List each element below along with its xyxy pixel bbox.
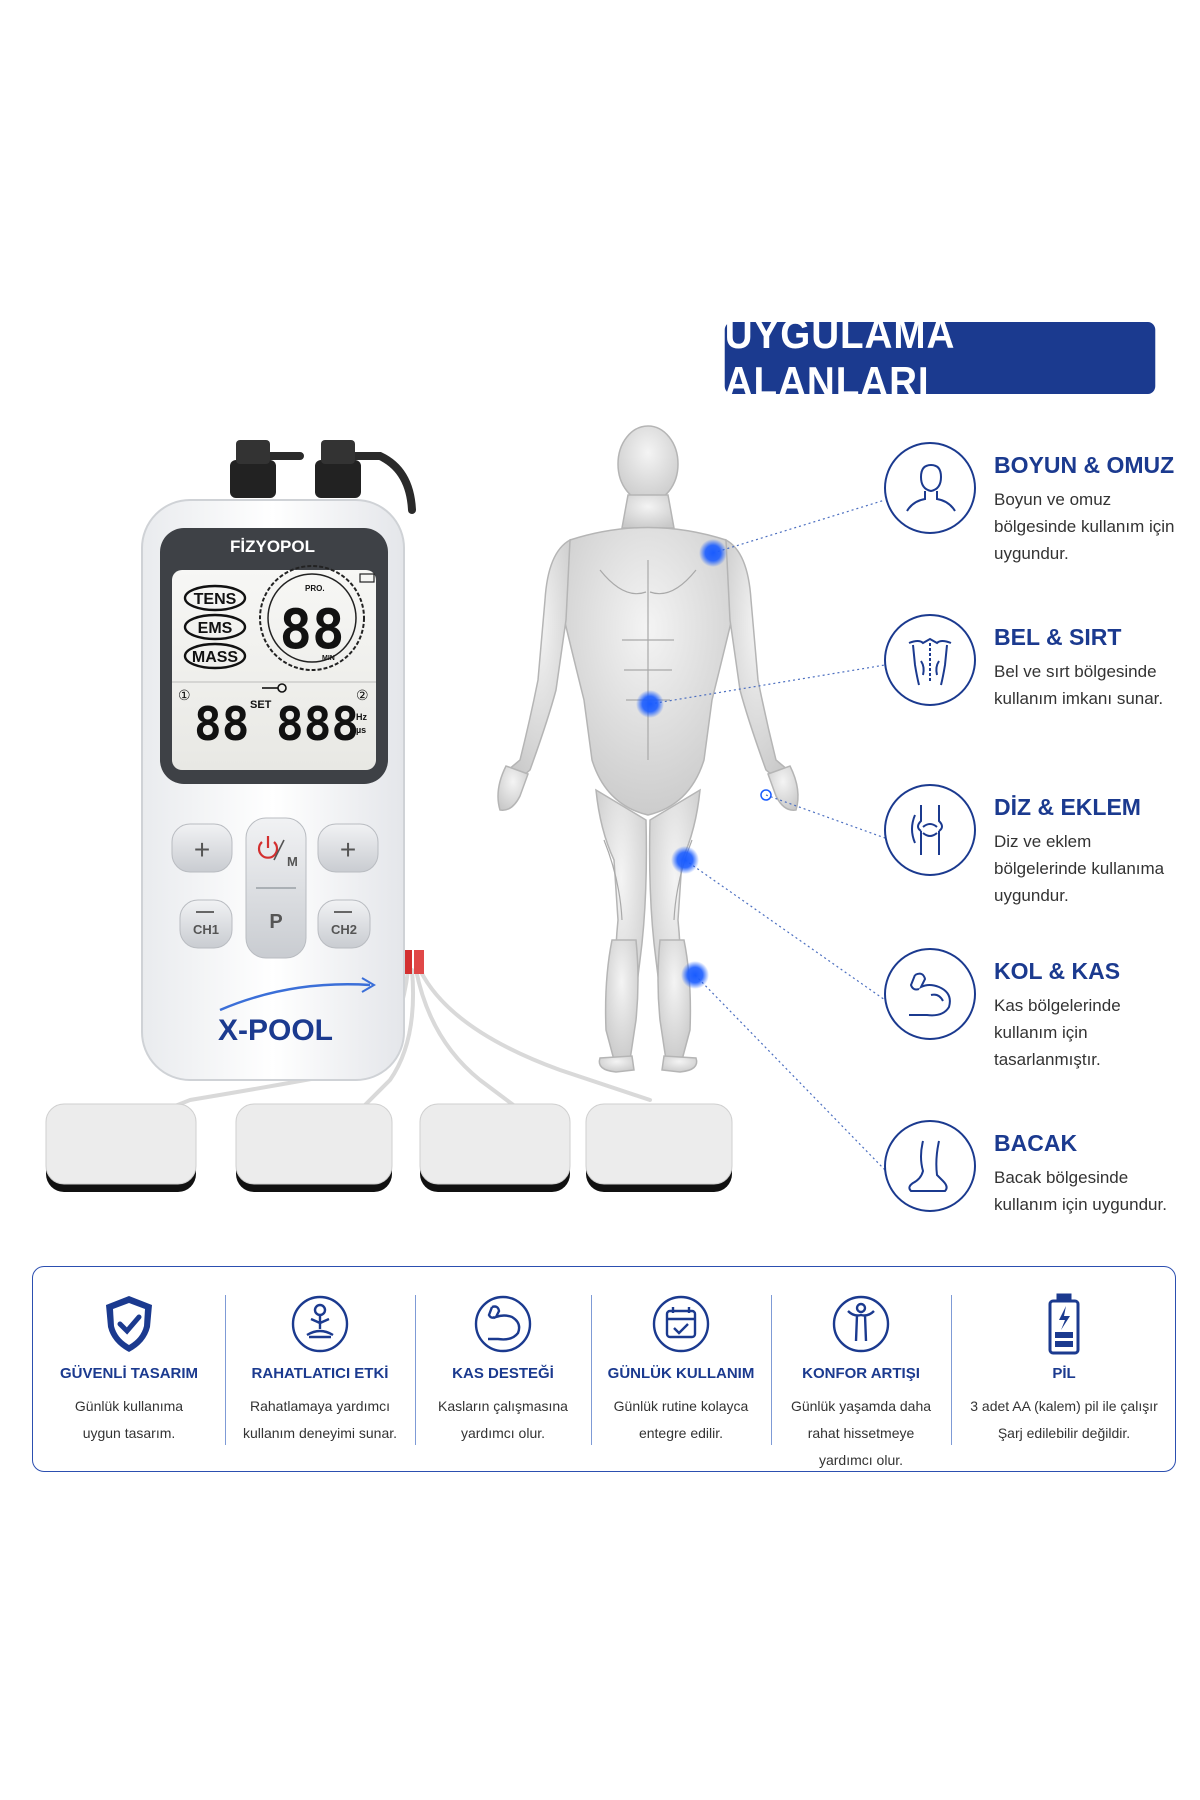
target-dot-shoulder — [699, 539, 727, 567]
area-title: BACAK — [994, 1130, 1078, 1156]
feature-divider — [771, 1295, 772, 1445]
feature-description: Kasların çalışmasına yardımcı olur. — [438, 1398, 568, 1441]
feature-title: GÜVENLİ TASARIM — [59, 1365, 199, 1382]
feature-title: PİL — [1052, 1365, 1076, 1382]
program-button-label: P — [269, 911, 282, 933]
device-model-logo: X-POOL — [218, 1014, 333, 1047]
feature-divider — [951, 1295, 952, 1445]
electrode-pad-1 — [45, 1103, 197, 1192]
neck-shoulder-icon — [884, 442, 976, 534]
lcd-mode-ems: EMS — [198, 620, 233, 637]
calendar-check-icon — [646, 1289, 716, 1359]
leg-icon — [884, 1120, 976, 1212]
area-description: Bacak bölgesinde kullanım için uygundur. — [994, 1168, 1167, 1214]
target-dot-hand — [760, 789, 772, 801]
feature-muscle-support: KAS DESTEĞİ Kasların çalışmasına yardımc… — [415, 1267, 591, 1473]
feature-title: KAS DESTEĞİ — [452, 1365, 554, 1382]
lcd-left-value: 88 — [194, 697, 249, 751]
feature-comfort-boost: KONFOR ARTIŞI Günlük yaşamda daha rahat … — [771, 1267, 951, 1473]
area-title: BOYUN & OMUZ — [994, 452, 1175, 478]
area-title: KOL & KAS — [994, 958, 1121, 984]
area-description: Kas bölgelerinde kullanım için tasarlanm… — [994, 996, 1121, 1069]
mode-button-label: M — [287, 854, 298, 869]
features-panel: GÜVENLİ TASARIM Günlük kullanıma uygun t… — [32, 1266, 1176, 1472]
shield-check-icon — [94, 1289, 164, 1359]
lcd-mode-tens: TENS — [194, 591, 237, 608]
feature-title: GÜNLÜK KULLANIM — [607, 1365, 755, 1382]
feature-divider — [225, 1295, 226, 1445]
plus-left-button-label: + — [194, 834, 210, 865]
tens-device — [141, 499, 405, 1081]
lcd-time-unit: MIN — [322, 655, 335, 662]
target-dot-leg — [681, 961, 709, 989]
device-brand: FİZYOPOL — [230, 537, 315, 556]
flex-arm-icon — [468, 1289, 538, 1359]
lcd-channel-1: ① — [178, 687, 191, 703]
electrode-pads — [45, 1103, 733, 1192]
arm-muscle-icon — [884, 948, 976, 1040]
feature-relaxing-effect: RAHATLATICI ETKİ Rahatlamaya yardımcı ku… — [225, 1267, 415, 1473]
lcd-pulse-unit: µs — [356, 725, 366, 735]
feature-battery: PİL 3 adet AA (kalem) pil ile çalışır Şa… — [951, 1267, 1177, 1473]
target-dot-knee — [671, 846, 699, 874]
application-areas-banner: UYGULAMA ALANLARI — [724, 310, 1156, 405]
knee-joint-icon — [884, 784, 976, 876]
feature-description: Günlük rutine kolayca entegre edilir. — [613, 1398, 749, 1441]
electrode-pad-4 — [585, 1103, 733, 1192]
target-dot-back — [636, 690, 664, 718]
area-description: Boyun ve omuz bölgesinde kullanım için u… — [994, 490, 1175, 563]
feature-title: RAHATLATICI ETKİ — [251, 1365, 389, 1382]
lcd-program-label: PRO. — [305, 584, 325, 593]
ch1-button-label: CH1 — [193, 922, 219, 937]
lcd-program-value: 88 — [279, 598, 344, 661]
lcd-set-label: SET — [250, 699, 272, 711]
lcd-freq-unit: Hz — [356, 712, 367, 722]
area-description: Bel ve sırt bölgesinde kullanım imkanı s… — [994, 662, 1164, 708]
area-description: Diz ve eklem bölgelerinde kullanıma uygu… — [994, 832, 1165, 905]
plus-right-button-label: + — [340, 834, 356, 865]
banner-title: UYGULAMA ALANLARI — [724, 310, 954, 405]
cable-plugs — [230, 440, 424, 974]
back-icon — [884, 614, 976, 706]
area-title: BEL & SIRT — [994, 624, 1122, 650]
lcd-right-value: 888 — [276, 697, 359, 751]
lcd-mode-mass: MASS — [192, 649, 239, 666]
feature-description: Günlük yaşamda daha rahat hissetmeye yar… — [790, 1398, 932, 1468]
battery-icon — [1029, 1289, 1099, 1359]
feature-divider — [591, 1295, 592, 1445]
person-comfort-icon — [826, 1289, 896, 1359]
feature-daily-use: GÜNLÜK KULLANIM Günlük rutine kolayca en… — [591, 1267, 771, 1473]
meditation-icon — [285, 1289, 355, 1359]
electrode-pad-3 — [419, 1103, 571, 1192]
feature-description: Rahatlamaya yardımcı kullanım deneyimi s… — [242, 1398, 398, 1441]
target-dots — [636, 539, 772, 989]
device-labels: FİZYOPOL TENS EMS MASS PRO. 88 MIN ① ② 8… — [178, 537, 369, 1047]
feature-description: Günlük kullanıma uygun tasarım. — [74, 1398, 184, 1441]
feature-safe-design: GÜVENLİ TASARIM Günlük kullanıma uygun t… — [33, 1267, 225, 1473]
electrode-pad-2 — [235, 1103, 393, 1192]
feature-description: 3 adet AA (kalem) pil ile çalışır Şarj e… — [970, 1398, 1158, 1441]
ch2-button-label: CH2 — [331, 922, 357, 937]
feature-title: KONFOR ARTIŞI — [802, 1365, 920, 1382]
area-title: DİZ & EKLEM — [994, 794, 1141, 820]
connector-lines — [649, 499, 886, 1171]
feature-divider — [415, 1295, 416, 1445]
lcd-channel-2: ② — [356, 687, 369, 703]
